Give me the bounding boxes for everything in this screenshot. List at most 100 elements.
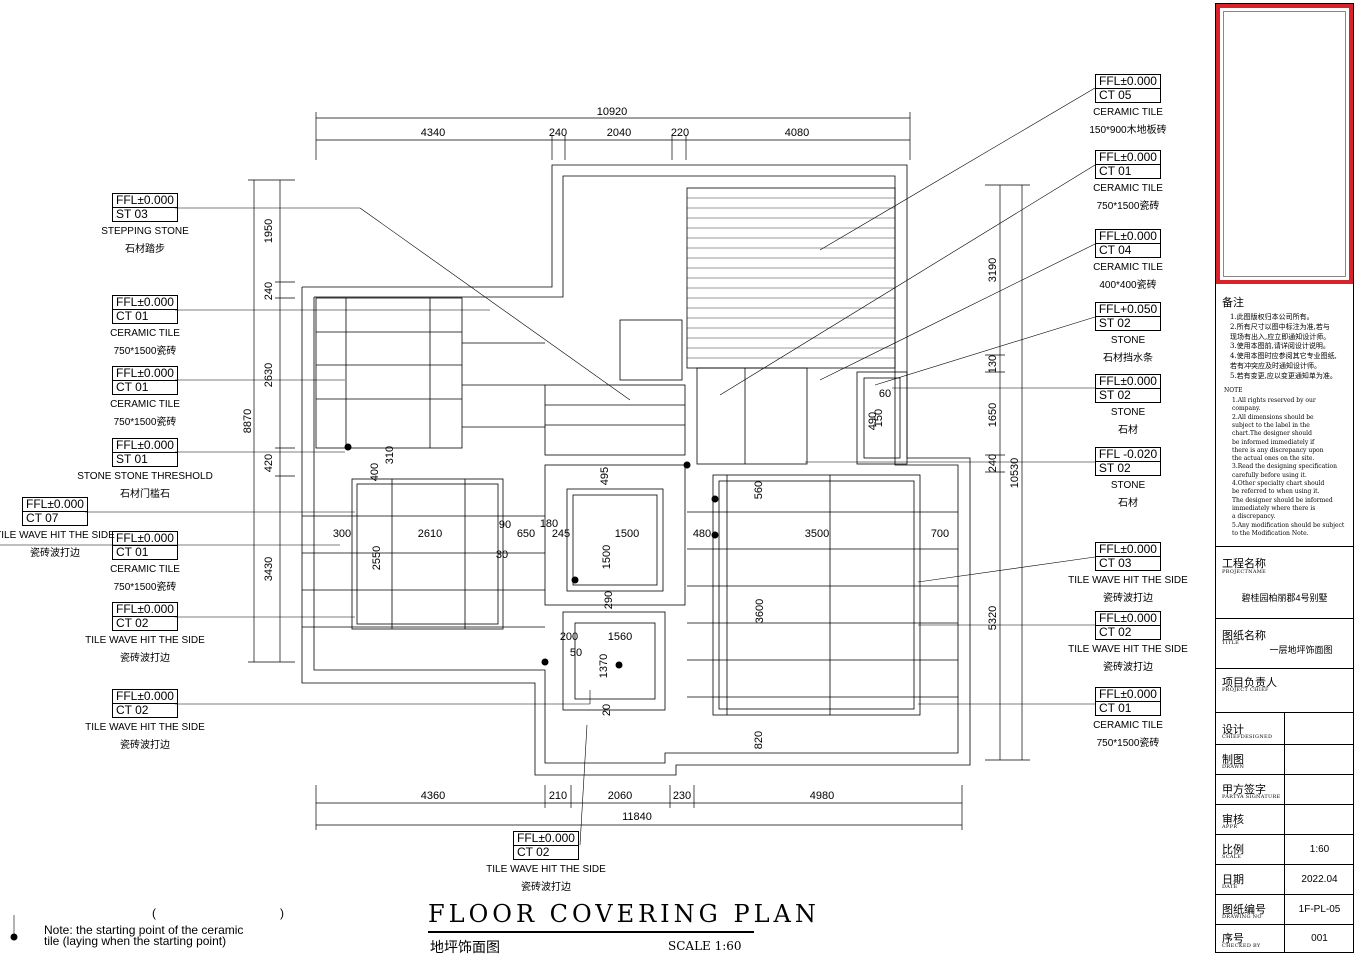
tag-material-cn: 750*1500瓷砖 [113, 582, 177, 593]
dim-inner: 1500 [615, 528, 639, 540]
note-en-line: there is any discrepancy upon [1232, 446, 1324, 454]
tag-material-cn: 150*900木地板砖 [1089, 125, 1167, 136]
tile-start-points [10, 443, 719, 941]
dim-right-segment: 5320 [987, 606, 999, 630]
tag-material-en: STEPPING STONE [101, 226, 189, 237]
note-en-line: chart.The designer should [1232, 430, 1312, 438]
tag-code: CT 04 [1099, 243, 1132, 257]
tag-code: CT 02 [1099, 625, 1132, 639]
dim-bottom-segment: 2060 [608, 790, 632, 802]
tag-material-en: TILE WAVE HIT THE SIDE [85, 635, 205, 646]
tag-level: FFL±0.000 [1096, 612, 1160, 626]
note-en-line: company. [1232, 405, 1261, 413]
dim-inner: 490 [867, 412, 879, 430]
tag-material-cn: 石材门槛石 [120, 489, 170, 500]
note-line-2: tile (laying when the starting point) [44, 934, 227, 948]
tag-material-cn: 石材挡水条 [1103, 353, 1153, 364]
tag-level: FFL±0.000 [113, 296, 177, 310]
tag-material-cn: 750*1500瓷砖 [1096, 738, 1160, 749]
tag-material-en: TILE WAVE HIT THE SIDE [1068, 575, 1188, 586]
tag-material-en: CERAMIC TILE [110, 564, 180, 575]
dim-right-segment: 130 [987, 355, 999, 373]
tag-level: FFL -0.020 [1095, 448, 1161, 462]
tag-code: CT 03 [1099, 556, 1132, 570]
dim-top-segment: 4340 [421, 127, 445, 139]
note-cn-line: 4.使用本图时应参阅其它专业图纸, [1230, 352, 1337, 361]
tag-material-en: CERAMIC TILE [110, 399, 180, 410]
tag-material-en: STONE [1110, 407, 1146, 418]
seq-value: 001 [1311, 933, 1328, 944]
drawing-scale: SCALE 1:60 [668, 939, 742, 953]
title-block: 备注 1.此图版权归本公司所有。2.所有尺寸以图中标注为准,若与 现场有出入,应… [1215, 3, 1354, 953]
dim-inner: 3600 [754, 599, 766, 623]
dim-top-segment: 4080 [785, 127, 809, 139]
tag-material-en: CERAMIC TILE [1093, 720, 1163, 731]
tag-level: FFL±0.000 [1096, 230, 1160, 244]
tag-level: FFL±0.000 [1096, 375, 1160, 389]
dim-top-segment: 2040 [607, 127, 631, 139]
tag-code: CT 01 [116, 380, 149, 394]
dim-inner: 650 [517, 528, 535, 540]
dim-inner: 495 [599, 467, 611, 485]
tag-material-en: CERAMIC TILE [1093, 183, 1163, 194]
tag-code: ST 02 [1098, 461, 1131, 475]
title-underline [428, 931, 754, 933]
tag-level: FFL±0.000 [23, 498, 87, 512]
dim-inner: 2610 [418, 528, 442, 540]
note-en-line: be informed immediately if [1232, 438, 1315, 446]
dim-inner: 90 [499, 519, 511, 531]
dim-left-segment: 240 [263, 282, 275, 300]
building-outline [301, 164, 971, 776]
tag-material-cn: 400*400瓷砖 [1099, 280, 1157, 291]
tag-level: FFL±0.000 [1096, 688, 1160, 702]
tag-level: FFL±0.000 [1096, 75, 1160, 89]
dimension-lines [248, 112, 1030, 830]
tag-material-cn: 石材 [1118, 425, 1138, 436]
dim-inner: 1370 [598, 654, 610, 678]
tag-level: FFL±0.000 [113, 603, 177, 617]
dim-inner: 480 [693, 528, 711, 540]
dim-right-segment: 240 [987, 454, 999, 472]
note-paren-open: ( [152, 906, 156, 920]
drawing-no-value: 1F-PL-05 [1298, 904, 1341, 915]
dim-top-total: 10920 [597, 106, 628, 118]
dim-inner: 1500 [601, 545, 613, 569]
tag-material-cn: 瓷砖波打边 [30, 548, 80, 559]
tag-material-en: TILE WAVE HIT THE SIDE [0, 530, 115, 541]
dim-inner: 560 [753, 481, 765, 499]
tag-code: CT 01 [1099, 701, 1132, 715]
dim-bottom-total: 11840 [622, 811, 652, 823]
tag-material-cn: 750*1500瓷砖 [113, 417, 177, 428]
tag-material-cn: 瓷砖波打边 [1103, 593, 1153, 604]
row-chief: 项目负责人 PROJECT CHIEF [1216, 668, 1353, 713]
note-en-line: the actual ones on the site. [1232, 455, 1315, 463]
dim-right-total: 10530 [1009, 458, 1021, 489]
note-paren-close: ) [280, 906, 284, 920]
dim-inner: 310 [384, 446, 396, 464]
note-en-line: immediately where there is [1232, 504, 1316, 512]
dim-inner: 1560 [608, 631, 632, 643]
tag-code: CT 01 [1099, 164, 1132, 178]
tag-code: CT 01 [116, 545, 149, 559]
project-name: 碧桂园柏丽郡4号别墅 [1241, 593, 1328, 603]
tag-material-cn: 750*1500瓷砖 [1096, 201, 1160, 212]
tag-material-cn: 瓷砖波打边 [1103, 662, 1153, 673]
tag-material-en: CERAMIC TILE [1093, 262, 1163, 273]
note-text: Note: the starting point of the ceramic … [44, 924, 243, 948]
note-en-line: be referred to when using it. [1232, 488, 1320, 496]
leader-lines [0, 87, 1096, 935]
note-cn-line: 若有冲突应及时通知设计师。 [1230, 362, 1321, 370]
dim-inner: 200 [560, 631, 578, 643]
